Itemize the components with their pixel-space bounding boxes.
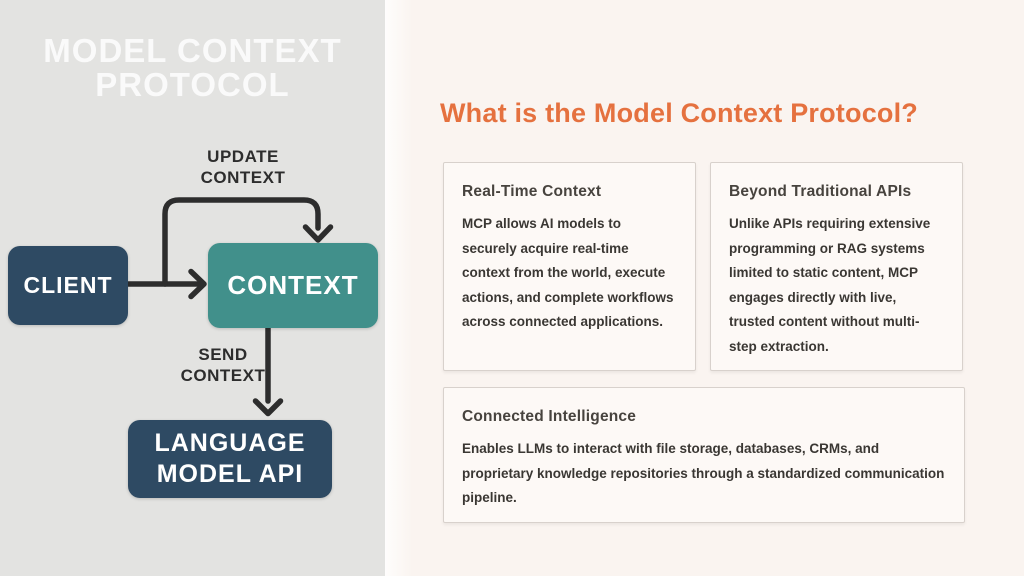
update-context-label: UPDATE CONTEXT	[168, 146, 318, 188]
card-connected-intelligence: Connected Intelligence Enables LLMs to i…	[443, 387, 965, 523]
card-body: Enables LLMs to interact with file stora…	[462, 441, 945, 505]
card-title: Connected Intelligence	[462, 408, 637, 425]
card-body: MCP allows AI models to securely acquire…	[462, 216, 674, 329]
flow-arrows	[125, 197, 334, 417]
page-title: What is the Model Context Protocol?	[440, 98, 918, 129]
llm-label-line2: MODEL API	[156, 460, 304, 488]
update-context-loop-line	[162, 197, 321, 287]
client-to-context-arrowhead	[188, 268, 207, 300]
llm-label-line1: LANGUAGE	[154, 429, 306, 457]
language-model-api-node: LANGUAGE MODEL API	[128, 420, 332, 498]
context-node-label: CONTEXT	[227, 270, 359, 300]
update-label-line2: CONTEXT	[200, 168, 286, 187]
context-node: CONTEXT	[208, 243, 378, 328]
language-model-api-label: LANGUAGE MODEL API	[154, 428, 305, 490]
content-panel: What is the Model Context Protocol? Real…	[385, 0, 1024, 576]
card-title: Real-Time Context	[462, 183, 602, 200]
send-context-label: SEND CONTEXT	[153, 344, 293, 386]
update-context-arrowhead	[302, 224, 334, 243]
card-body: Unlike APIs requiring extensive programm…	[729, 216, 931, 354]
diagram-panel: MODEL CONTEXT PROTOCOL UPDATE CONTEXT SE…	[0, 0, 385, 576]
update-label-line1: UPDATE	[207, 147, 279, 166]
card-real-time-context: Real-Time Context MCP allows AI models t…	[443, 162, 696, 371]
card-beyond-traditional-apis: Beyond Traditional APIs Unlike APIs requ…	[710, 162, 963, 371]
send-label-line1: SEND	[198, 345, 248, 364]
send-label-line2: CONTEXT	[180, 366, 266, 385]
client-node: CLIENT	[8, 246, 128, 325]
slide-title-line2: PROTOCOL	[95, 66, 290, 103]
client-node-label: CLIENT	[23, 272, 113, 298]
slide-title-line1: MODEL CONTEXT	[43, 32, 342, 69]
send-context-arrowhead	[252, 398, 284, 417]
slide-title: MODEL CONTEXT PROTOCOL	[0, 34, 385, 102]
card-title: Beyond Traditional APIs	[729, 183, 912, 200]
